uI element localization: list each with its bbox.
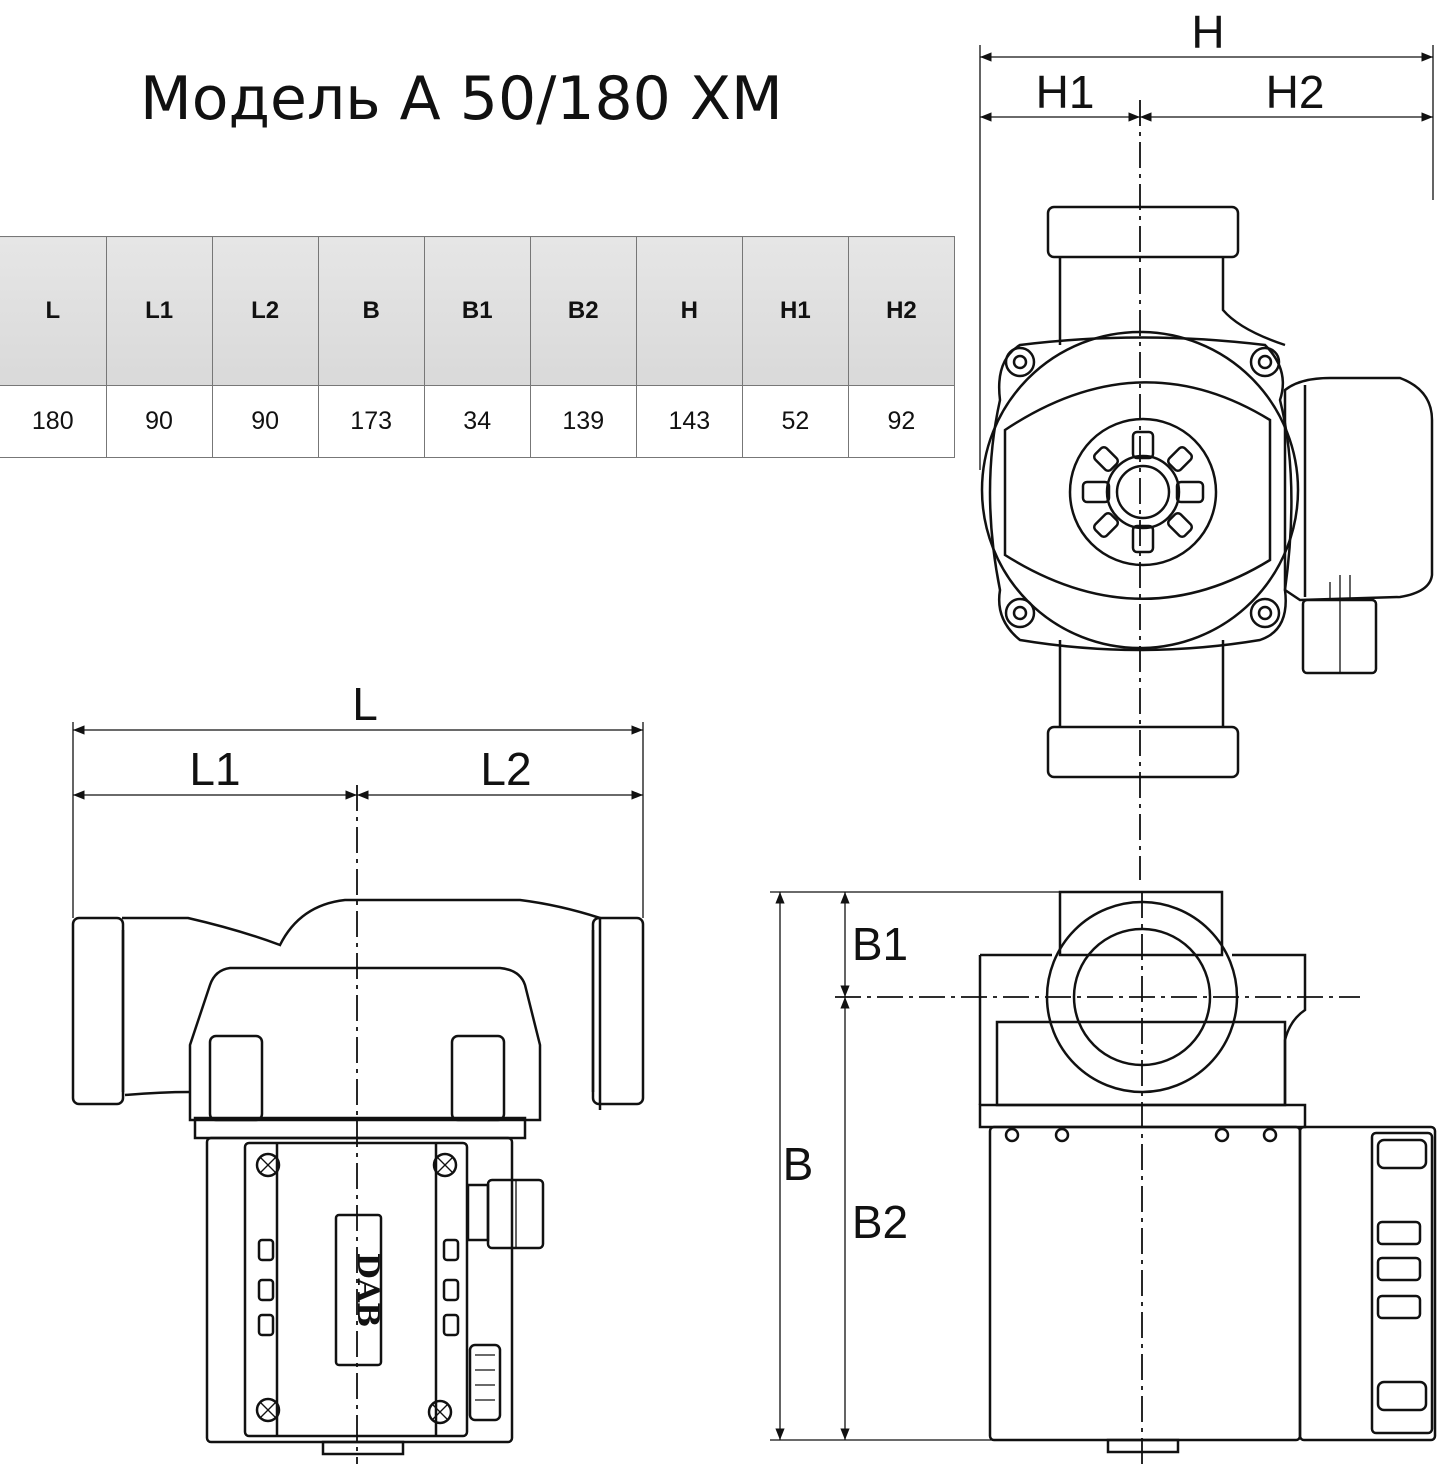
dimensions-table: L L1 L2 B B1 B2 H H1 H2 180 90 90 173 34… (0, 236, 956, 458)
header-cell: B (317, 236, 425, 386)
header-cell: H2 (847, 236, 956, 386)
value-cell: 143 (635, 385, 743, 458)
value-cell: 180 (0, 385, 107, 458)
terminal-box (243, 1141, 469, 1438)
cable-gland (466, 1178, 545, 1250)
pump-housing (122, 898, 602, 1110)
value-cell: 90 (211, 385, 319, 458)
terminal-box-side (1298, 1125, 1437, 1442)
value-cell: 139 (529, 385, 637, 458)
pump-top-cap (188, 966, 542, 1122)
header-cell: B2 (529, 236, 637, 386)
svg-text:DAB: DAB (350, 1253, 385, 1328)
motor-body-side (988, 1125, 1302, 1442)
value-cell: 173 (317, 385, 425, 458)
side-view: B B1 B2 (770, 890, 1437, 1464)
bottom-port (1046, 725, 1240, 779)
top-view: H H1 H2 (979, 6, 1434, 880)
front-view: L L1 L2 (71, 678, 645, 1464)
header-cell: L2 (211, 236, 319, 386)
top-port (1046, 205, 1240, 259)
dim-label-l2: L2 (480, 743, 531, 795)
terminal-box-top (1283, 376, 1434, 602)
value-cell: 90 (105, 385, 213, 458)
dim-label-b: B (783, 1138, 814, 1190)
dab-logo: DAB (334, 1213, 385, 1367)
header-cell: L (0, 236, 107, 386)
screw-icon (255, 1152, 458, 1425)
side-port (1058, 890, 1224, 957)
dim-label-h1: H1 (1036, 66, 1095, 118)
vent-cap (1068, 417, 1218, 567)
header-cell: L1 (105, 236, 213, 386)
dim-label-l1: L1 (189, 743, 240, 795)
model-title: Модель A 50/180 XM (140, 64, 783, 134)
value-cell: 92 (847, 385, 956, 458)
dim-label-h: H (1191, 6, 1224, 58)
value-cell: 52 (741, 385, 849, 458)
dim-label-l: L (352, 678, 378, 730)
inlet-flange (71, 916, 125, 1106)
table-header-row: L L1 L2 B B1 B2 H H1 H2 (0, 236, 956, 386)
value-cell: 34 (423, 385, 531, 458)
dim-label-h2: H2 (1266, 66, 1325, 118)
dim-label-b1: B1 (852, 918, 908, 970)
dim-label-b2: B2 (852, 1196, 908, 1248)
speed-selector-knob (468, 1343, 502, 1422)
table-value-row: 180 90 90 173 34 139 143 52 92 (0, 385, 956, 458)
header-cell: H (635, 236, 743, 386)
motor-flange (988, 336, 1293, 652)
